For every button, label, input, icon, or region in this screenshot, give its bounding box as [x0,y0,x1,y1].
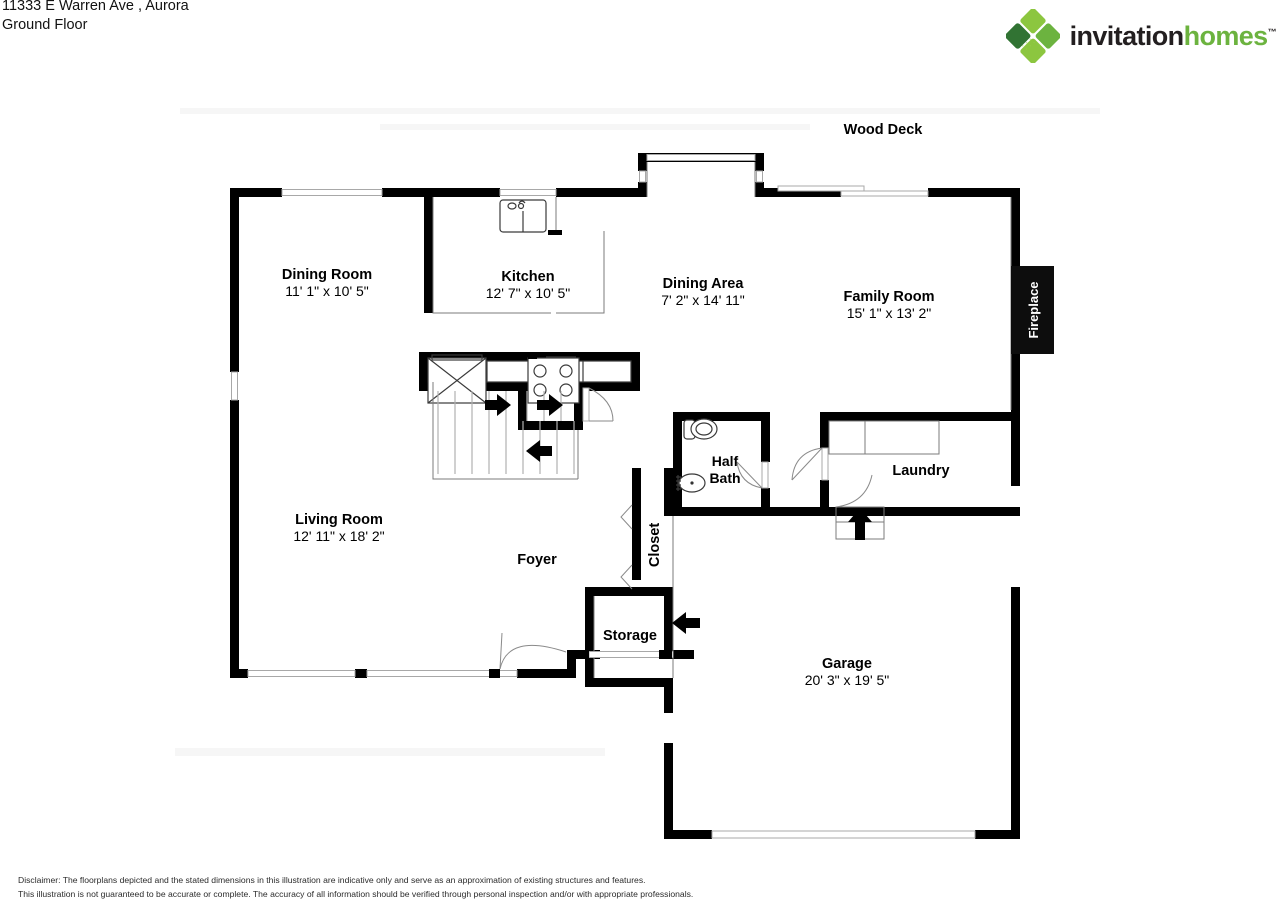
range-icon [527,355,580,404]
wordmark-homes: homes [1183,20,1269,51]
vanity-sink-icon [676,473,706,493]
wordmark-trademark: ™ [1267,26,1277,37]
room-dim-family-room: 15' 1" x 13' 2" [847,305,932,321]
wordmark-invitation: invitation [1069,20,1185,51]
room-name-laundry: Laundry [892,463,949,479]
disclaimer-line-1: Disclaimer: The floorplans depicted and … [18,875,646,885]
garage-entry [835,474,885,540]
floorplan-drawing: Fireplace Wood Deck Dining Room 11' 1" x… [175,108,1100,839]
room-dim-garage: 20' 3" x 19' 5" [805,672,890,688]
floor-label: Ground Floor [2,17,88,33]
laundry-door [791,447,829,481]
toilet-icon [683,418,718,440]
disclaimer-line-2: This illustration is not guaranteed to b… [18,888,694,899]
room-dim-living-room: 12' 11" x 18' 2" [293,528,384,544]
room-name-foyer: Foyer [517,552,557,568]
closet-doors [620,504,633,590]
disclaimer-block: Disclaimer: The floorplans depicted and … [18,874,1118,901]
label-garage: Garage 20' 3" x 19' 5" [805,656,890,688]
scan-artifact-watermark [175,108,1100,756]
property-address: 11333 E Warren Ave , Aurora [2,0,189,14]
stair-arrow-up-1 [485,394,511,416]
half-bath-door [736,461,769,489]
floorplan-container: Fireplace Wood Deck Dining Room 11' 1" x… [0,70,1280,860]
room-dim-dining-area: 7' 2" x 14' 11" [661,292,745,308]
invitation-homes-diamond-icon [1005,9,1060,63]
fireplace-block: Fireplace [1011,266,1054,354]
stair-door [582,387,614,422]
exterior-walls [230,153,1020,839]
room-name-closet: Closet [647,523,663,567]
room-name-dining-room: Dining Room [282,267,372,283]
kitchen-fixtures [427,199,632,404]
label-dining-room: Dining Room 11' 1" x 10' 5" [282,267,372,299]
room-name-kitchen: Kitchen [501,269,554,285]
garage-entry-arrow-icon [672,612,700,634]
brand-logo: invitationhomes™ [1005,8,1277,64]
property-address-block: 11333 E Warren Ave , Aurora Ground Floor [2,0,189,35]
laundry-entry-arrow-icon [848,508,872,540]
label-dining-area: Dining Area 7' 2" x 14' 11" [661,276,745,308]
stair-arrow-down [526,440,552,462]
kitchen-sink-icon [499,199,547,233]
half-bath-fixtures [676,418,769,493]
page-header: 11333 E Warren Ave , Aurora Ground Floor [0,0,1280,70]
front-door [489,632,672,678]
label-wood-deck: Wood Deck [844,122,924,138]
room-name-half-bath-line2: Bath [709,470,740,486]
room-name-dining-area: Dining Area [663,276,745,292]
label-family-room: Family Room 15' 1" x 13' 2" [843,289,934,321]
refrigerator-icon [427,354,487,404]
room-dim-dining-room: 11' 1" x 10' 5" [285,283,369,299]
room-dim-kitchen: 12' 7" x 10' 5" [486,285,571,301]
brand-wordmark: invitationhomes™ [1069,20,1277,51]
fireplace-label: Fireplace [1026,281,1041,338]
room-name-living-room: Living Room [295,512,383,528]
label-living-room: Living Room 12' 11" x 18' 2" [293,512,384,544]
windows [231,154,976,839]
label-kitchen: Kitchen 12' 7" x 10' 5" [486,269,571,301]
room-name-family-room: Family Room [843,289,934,305]
staircase [432,382,614,480]
room-name-storage: Storage [603,628,657,644]
stair-arrow-up-2 [537,394,563,416]
label-half-bath: Half Bath [709,453,740,486]
laundry-fixtures [791,420,940,481]
room-name-garage: Garage [822,656,872,672]
room-name-half-bath-line1: Half [712,453,739,469]
